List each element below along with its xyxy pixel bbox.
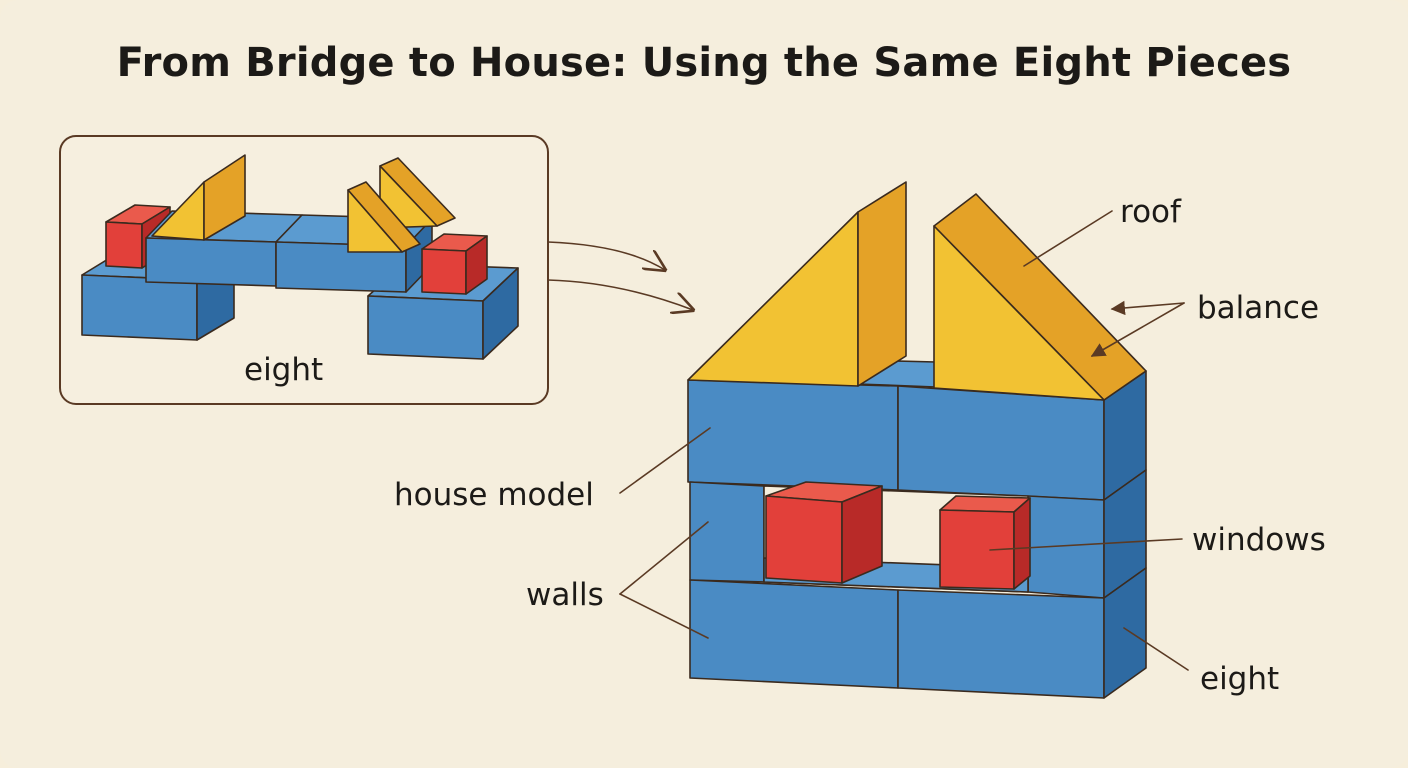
- label-house-model: house model: [394, 477, 594, 513]
- balance-leader-1: [1110, 300, 1185, 316]
- label-windows: windows: [1192, 522, 1326, 558]
- walls-leader-2: [619, 593, 709, 639]
- transform-arrow-lower: [547, 279, 693, 310]
- label-house-eight: eight: [1200, 661, 1279, 697]
- roof-leader: [1023, 210, 1113, 267]
- house-window-right: [939, 495, 1031, 590]
- diagram-title: From Bridge to House: Using the Same Eig…: [116, 40, 1292, 86]
- label-balance: balance: [1197, 290, 1319, 326]
- transform-arrow-upper: [547, 241, 665, 270]
- label-walls: walls: [526, 577, 604, 613]
- bridge-model: [81, 154, 519, 360]
- bridge-yellow-wedge-front: [347, 181, 421, 253]
- label-bridge-eight: eight: [244, 352, 323, 388]
- bridge-yellow-wedge-left: [151, 154, 246, 241]
- house-model-leader: [619, 427, 711, 494]
- house-roof-wedge-right: [933, 193, 1147, 401]
- label-roof: roof: [1120, 194, 1182, 230]
- house-roof-wedge-left: [687, 181, 907, 387]
- house-bottom-course: [689, 567, 1147, 699]
- house-wall-left: [689, 481, 765, 583]
- house-model: [687, 181, 1147, 699]
- bridge-red-cube-right: [421, 233, 488, 295]
- eight-leader: [1123, 627, 1189, 671]
- balance-leader-2: [1090, 302, 1185, 357]
- house-top-course: [687, 370, 1147, 501]
- house-window-left: [765, 481, 883, 584]
- windows-leader: [989, 538, 1183, 551]
- walls-leader-1: [619, 521, 709, 595]
